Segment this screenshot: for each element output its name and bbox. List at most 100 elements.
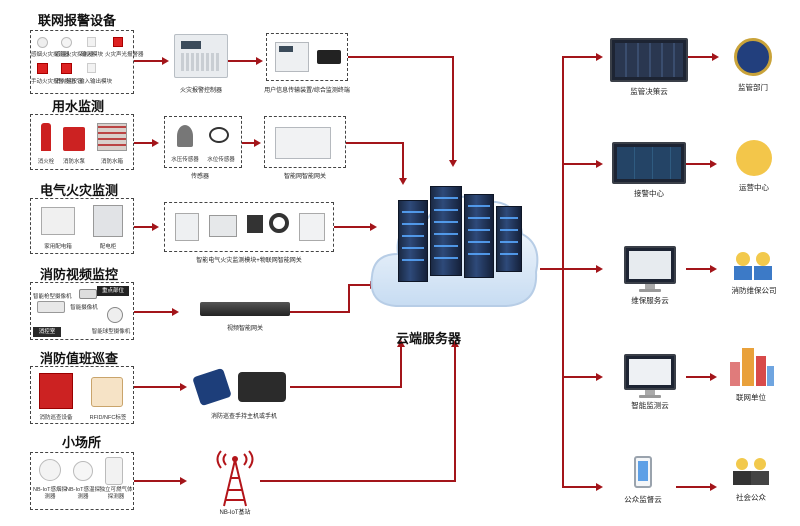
operator-avatar-icon — [736, 140, 772, 176]
section-title-electric: 电气火灾监测 — [40, 183, 119, 198]
io-module-icon — [87, 63, 96, 73]
phone-icon — [238, 372, 286, 402]
input-module-icon — [87, 37, 96, 47]
detector-icon — [209, 215, 237, 237]
smartphone-icon — [634, 456, 652, 488]
smart-gateway-icon — [275, 127, 331, 159]
monitoring-terminal-icon — [317, 50, 341, 64]
patrol-devices-box: 消防巡查设备 RFID/NFC标签 — [30, 366, 134, 424]
buildings-icon — [730, 348, 774, 386]
gas-detector-icon — [105, 457, 123, 485]
video-gateway-icon — [200, 302, 290, 316]
handheld-label: 消防巡查手持主机或手机 — [210, 414, 277, 420]
heat-detector-icon — [61, 37, 72, 48]
iot-gateway-icon — [299, 213, 325, 241]
target-label-3: 消防维保公司 — [731, 286, 777, 295]
water-tank-icon — [97, 123, 127, 151]
current-transformer-icon — [247, 215, 263, 233]
fire-pump-icon — [63, 127, 85, 151]
key-area-badge: 重点部位 — [97, 286, 129, 296]
alarm-devices-box: 感烟火灾探测器 感温火灾探测器 输入模块 火灾声光报警器 手动火灾报警按钮 消火… — [30, 30, 144, 94]
nb-heat-detector-icon — [73, 461, 93, 481]
platform-screen-4 — [624, 354, 676, 398]
section-title-water: 用水监测 — [52, 99, 105, 114]
water-gateway-label: 智能网智能网关 — [283, 174, 326, 180]
electric-devices-box: 家用配电箱 配电柜 — [30, 198, 134, 254]
server-rack-icon — [430, 186, 462, 276]
control-room-badge: 消控室 — [33, 327, 61, 337]
distribution-box-icon — [41, 207, 75, 235]
device-label: 消防水泵 — [62, 159, 85, 165]
water-devices-box: 消火栓 消防水泵 消防水箱 — [30, 114, 134, 170]
device-label: 消火栓按钮 — [55, 79, 83, 85]
hydrant-button-icon — [61, 63, 72, 74]
device-label: 火灾声光报警器 — [105, 52, 144, 58]
alarm-sounder-icon — [113, 37, 123, 47]
camera-label: 智能摄像机 — [70, 305, 98, 311]
target-label-2: 运营中心 — [739, 183, 769, 192]
camera-label: 智能球型摄像机 — [91, 329, 131, 335]
section-title-patrol: 消防值班巡查 — [40, 351, 119, 366]
water-gateway-box — [264, 116, 346, 168]
patrol-device-icon — [39, 373, 73, 409]
platform-screen-2 — [612, 142, 686, 184]
device-label: 配电柜 — [99, 244, 117, 250]
camera-label: 智能枪型摄像机 — [33, 294, 72, 300]
cloud-server-label: 云端服务器 — [396, 331, 462, 346]
device-label: 手动火灾报警按钮 — [31, 79, 76, 85]
device-label: RFID/NFC标签 — [89, 415, 127, 421]
target-label-5: 社会公众 — [736, 493, 766, 502]
nb-iot-tower-icon — [216, 450, 254, 507]
device-label: 家用配电箱 — [44, 244, 72, 250]
platform-screen-3 — [624, 246, 676, 292]
transmission-box — [266, 33, 348, 81]
video-gateway-label: 视频智能网关 — [226, 326, 263, 332]
dome-camera-icon — [107, 307, 123, 323]
platform-screen-1 — [610, 38, 688, 82]
platform-label-4: 智能监测云 — [631, 401, 669, 410]
target-label-1: 监管部门 — [738, 83, 768, 92]
electric-module-label: 智能电气火灾监测模块+物联网智能网关 — [196, 258, 302, 264]
device-label: 消火栓 — [37, 159, 55, 165]
electric-module-box — [164, 202, 334, 252]
video-devices-box: 重点部位 消控室 智能枪型摄像机 智能摄像机 智能球型摄像机 — [30, 282, 134, 340]
device-label: 感烟火灾探测器 — [31, 52, 70, 58]
sensor-label: 水压传感器 — [171, 157, 199, 163]
device-label: NB-IoT感烟探测器 — [33, 487, 67, 500]
server-rack-icon — [398, 200, 428, 282]
info-transmitter-icon — [275, 42, 309, 72]
public-people-icon — [732, 458, 772, 486]
fire-alarm-controller-icon — [174, 34, 228, 78]
server-rack-icon — [464, 194, 494, 278]
platform-label-2: 接警中心 — [634, 189, 664, 198]
section-title-small: 小场所 — [62, 435, 102, 450]
device-label: NB-IoT感温探测器 — [66, 487, 100, 500]
controller-label: 火灾报警控制器 — [179, 88, 222, 94]
hydrant-icon — [41, 123, 51, 151]
nb-iot-station-label: NB-IoT基站 — [219, 510, 251, 516]
device-label: 输入模块 — [80, 52, 103, 58]
server-rack-icon — [496, 206, 522, 272]
nb-smoke-detector-icon — [39, 459, 61, 481]
water-sensors-box: 水压传感器 水位传感器 — [164, 116, 242, 168]
platform-label-3: 维保服务云 — [631, 296, 669, 305]
handheld-terminal-icon — [192, 367, 232, 407]
distribution-cabinet-icon — [93, 205, 123, 237]
transmission-label: 用户信息传输装置/综合监测终端 — [264, 88, 350, 94]
small-devices-box: NB-IoT感烟探测器 NB-IoT感温探测器 独立可燃气体探测器 — [30, 452, 134, 510]
smart-camera-icon — [79, 289, 97, 299]
device-label: 独立可燃气体探测器 — [99, 487, 133, 500]
monitoring-module-icon — [175, 213, 199, 241]
platform-label-5: 公众监督云 — [624, 495, 662, 504]
device-label: 消防巡查设备 — [39, 415, 73, 421]
device-label: 感温火灾探测器 — [55, 52, 94, 58]
section-title-alarm: 联网报警设备 — [38, 13, 117, 28]
bullet-camera-icon — [37, 301, 65, 313]
device-label: 输入输出模块 — [79, 79, 113, 85]
level-sensor-icon — [209, 127, 229, 143]
manual-call-point-icon — [37, 63, 48, 74]
platform-label-1: 监管决策云 — [630, 87, 668, 96]
target-label-4: 联网单位 — [736, 393, 766, 402]
section-title-video: 消防视频监控 — [40, 267, 119, 282]
police-badge-icon — [734, 38, 772, 76]
